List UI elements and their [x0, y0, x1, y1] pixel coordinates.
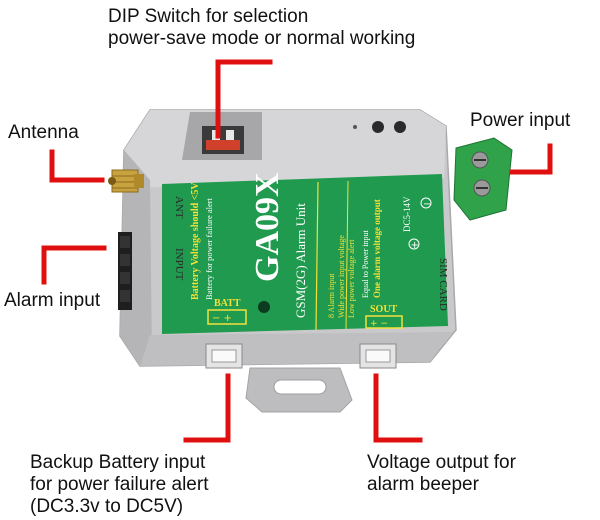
- antenna-pointer-line: [49, 149, 105, 183]
- alarm-input-terminal: [118, 232, 132, 310]
- battery-warning-text: Battery Voltage should <5V: [190, 182, 201, 300]
- voltage-output-caption: Voltage output for alarm beeper: [367, 452, 516, 496]
- feature-item: Wide power input voltage: [337, 235, 346, 318]
- device-label: Battery Voltage should <5V Battery for p…: [162, 172, 448, 334]
- feature-item: 8 Alarm input: [327, 273, 336, 318]
- dc-range-text: DC5-14V: [402, 196, 412, 232]
- power-input-caption: Power input: [470, 110, 571, 131]
- dip-switch: [182, 112, 262, 160]
- battery-pointer-line: [183, 373, 231, 443]
- svg-text:− +: − +: [212, 313, 232, 324]
- power-pointer-line: [509, 143, 553, 175]
- feature-item: Low power voltage alert: [347, 239, 356, 318]
- caption-line: for power failure alert: [30, 474, 209, 495]
- caption-line: Backup Battery input: [30, 452, 206, 473]
- sout-label: SOUT: [370, 304, 398, 315]
- caption-line: power-save mode or normal working: [108, 28, 416, 49]
- mounting-tab: [245, 367, 353, 413]
- svg-text:−: −: [423, 199, 431, 210]
- plus-icon: [408, 238, 420, 250]
- antenna-caption: Antenna: [8, 122, 79, 143]
- device-subtitle: GSM(2G) Alarm Unit: [293, 203, 308, 318]
- backup-battery-caption: Backup Battery input for power failure a…: [30, 452, 208, 518]
- voltage-output-connector: [359, 343, 397, 369]
- minus-icon: [420, 197, 432, 209]
- equal-power-text: Equal to Power input: [361, 229, 370, 298]
- power-input-terminal: [453, 137, 513, 221]
- caption-line: (DC3.3v to DC5V): [30, 496, 184, 517]
- alarm-input-caption: Alarm input: [4, 290, 101, 311]
- caption-line: alarm beeper: [367, 474, 479, 495]
- model-name: GA09X: [249, 172, 286, 282]
- voltage-pointer-line: [373, 373, 423, 443]
- battery-connector: [205, 343, 243, 369]
- sim-card-label: SIM CARD: [437, 258, 449, 311]
- input-label: INPUT: [173, 248, 185, 281]
- caption-line: Voltage output for: [367, 452, 516, 473]
- dip-switch-caption: DIP Switch for selection power-save mode…: [108, 6, 415, 50]
- one-alarm-text: One alarm voltage output: [372, 199, 382, 298]
- ant-label: ANT: [173, 196, 185, 219]
- caption-line: DIP Switch for selection: [108, 6, 309, 27]
- batt-label: BATT: [214, 298, 241, 309]
- svg-text:+ −: + −: [370, 319, 388, 329]
- battery-note-text: Battery for power failure alert: [204, 197, 214, 300]
- dip-pointer-line: [215, 59, 273, 139]
- alarm-pointer-line: [41, 245, 107, 285]
- callout-lines: [41, 59, 553, 443]
- status-led-holes: [353, 121, 406, 133]
- antenna-connector: [108, 169, 144, 193]
- svg-text:+: +: [411, 240, 419, 251]
